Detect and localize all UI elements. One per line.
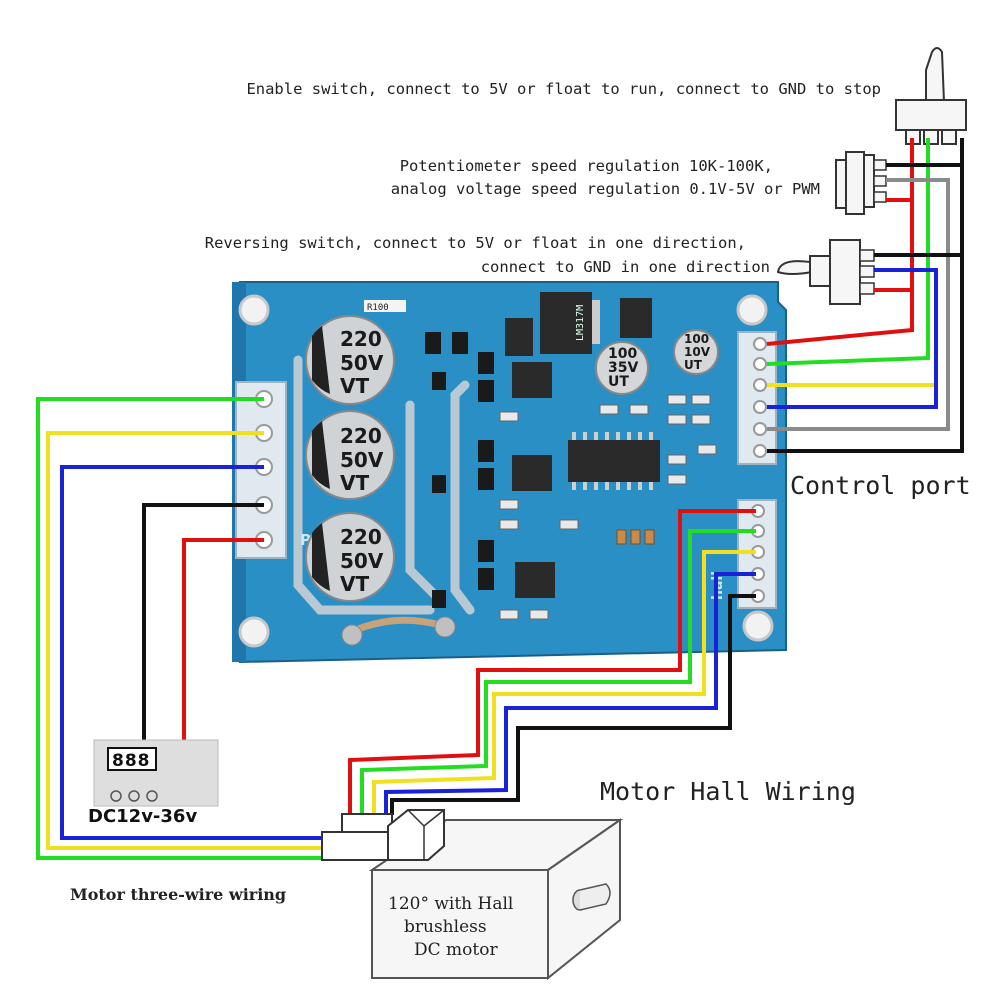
potentiometer <box>835 151 887 215</box>
capacitor-3: 220 50V VT <box>305 512 395 602</box>
control-wires <box>766 138 964 453</box>
annotations: Enable switch, connect to 5V or float to… <box>70 80 971 904</box>
enable-switch <box>895 47 967 145</box>
mounting-holes <box>238 294 774 648</box>
capacitor-1: 220 50V VT <box>305 315 395 405</box>
power-connector <box>235 381 287 559</box>
cap1-brand: VT <box>340 374 369 398</box>
motor-phase-wires <box>36 397 330 860</box>
motor-three-wire-label: Motor three-wire wiring <box>70 885 286 904</box>
hall-wire-blue <box>384 572 756 815</box>
small-cap1-value: 100 <box>608 346 637 362</box>
phase-wire-green <box>36 397 330 860</box>
control-wire-black <box>767 138 964 453</box>
capacitor-2: 220 50V VT <box>305 410 395 500</box>
small-cap2-voltage: 10V <box>684 345 711 359</box>
power-supply: 888 DC12v-36v <box>88 739 219 827</box>
phase-wire-yellow <box>46 431 330 850</box>
psu-display: 888 <box>112 751 151 771</box>
small-cap2-value: 100 <box>684 332 709 346</box>
small-cap1-voltage: 35V <box>608 360 638 376</box>
regulator-label: LM317M <box>575 305 586 341</box>
cap3-value: 220 <box>340 525 382 549</box>
reversing-switch <box>776 239 875 305</box>
small-cap2-brand: UT <box>684 358 703 372</box>
psu-wire-red <box>182 538 264 740</box>
enable-switch-annotation: Enable switch, connect to 5V or float to… <box>246 80 881 98</box>
cap2-value: 220 <box>340 424 382 448</box>
small-cap1-brand: UT <box>608 374 629 390</box>
hall-connector <box>321 809 445 861</box>
smd-capacitors <box>616 529 655 545</box>
motor: 120° with Hall brushless DC motor <box>321 809 624 981</box>
reversing-annotation-line1: Reversing switch, connect to 5V or float… <box>205 234 746 252</box>
reversing-annotation-line2: connect to GND in one direction <box>481 258 770 276</box>
cap3-voltage: 50V <box>340 549 384 573</box>
cap3-brand: VT <box>340 572 369 596</box>
hall-wire-yellow <box>372 550 756 815</box>
resistor-label: R100 <box>367 303 389 313</box>
cap2-voltage: 50V <box>340 448 384 472</box>
motor-label-line1: 120° with Hall <box>388 894 513 914</box>
control-wire-red <box>766 138 914 346</box>
control-wire-green <box>766 138 930 366</box>
motor-label-line3: DC motor <box>414 940 498 960</box>
psu-label: DC12v-36v <box>88 806 197 827</box>
control-wire-blue <box>767 268 938 409</box>
potentiometer-annotation-line1: Potentiometer speed regulation 10K-100K, <box>400 157 773 175</box>
cap2-brand: VT <box>340 471 369 495</box>
motor-label-line2: brushless <box>404 917 487 937</box>
small-capacitor-1: 100 35V UT <box>595 341 649 395</box>
voltage-regulator: LM317M <box>540 292 600 354</box>
cap1-value: 220 <box>340 327 382 351</box>
potentiometer-annotation-line2: analog voltage speed regulation 0.1V-5V … <box>391 180 820 198</box>
smd-components <box>425 332 494 608</box>
hall-wire-red <box>348 509 756 815</box>
small-capacitor-2: 100 10V UT <box>673 329 719 375</box>
cap1-voltage: 50V <box>340 351 384 375</box>
psu-wire-black <box>142 503 264 740</box>
hall-wire-green <box>360 529 756 815</box>
hall-wires <box>348 509 756 815</box>
control-wire-gray <box>767 178 950 431</box>
pcb-traces <box>293 355 475 615</box>
hall-wire-black <box>390 594 756 815</box>
control-port-label: Control port <box>790 471 971 500</box>
phase-wire-blue <box>60 465 330 840</box>
control-port-header <box>737 331 777 465</box>
pcb-board: P- 220 50V VT 220 50V VT 220 50V VT <box>232 281 787 664</box>
ic-chips <box>512 362 660 598</box>
motor-hall-wiring-label: Motor Hall Wiring <box>600 777 856 806</box>
smd-resistors <box>499 394 717 620</box>
